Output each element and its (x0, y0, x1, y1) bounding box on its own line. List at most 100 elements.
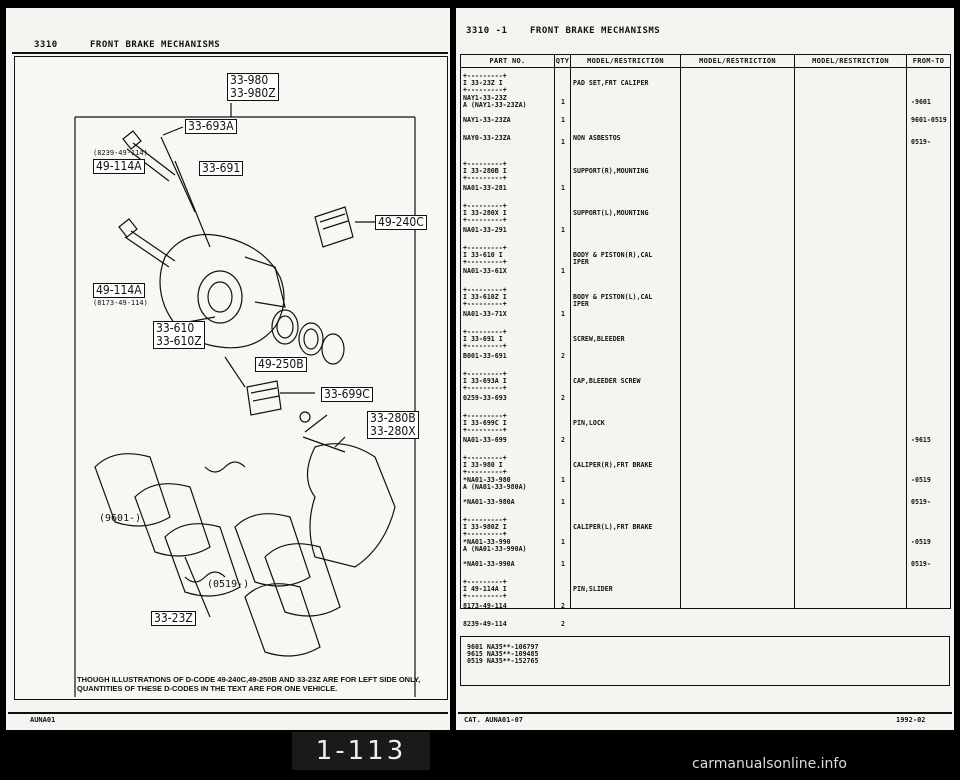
from-to-value: 0519- (911, 560, 931, 568)
parts-list-sheet: 3310 -1 FRONT BRAKE MECHANISMS PART NO. … (456, 8, 954, 730)
quantity-value: 1 (561, 184, 565, 192)
quantity-value: 2 (561, 602, 565, 610)
quantity-value: 1 (561, 538, 565, 546)
catalog-number: CAT. AUNA01-07 (464, 716, 524, 724)
part-number-line: I 33-691 I (463, 335, 503, 343)
quantity-value: 2 (561, 352, 565, 360)
callout-pad-set: 49-250B (255, 357, 307, 372)
part-number-line: +---------+ (463, 160, 507, 168)
part-number-line: +---------+ (463, 454, 507, 462)
from-to-value: -9601 (911, 98, 931, 106)
part-number-line: NA01-33-281 (463, 184, 507, 192)
callout-support: 49-240C (375, 215, 427, 230)
part-number-line: *NA01-33-990A (463, 560, 515, 568)
model-restriction-column-2 (681, 68, 794, 608)
left-footer-rule (8, 712, 448, 714)
part-number-line: I 33-280B I (463, 167, 507, 175)
part-number-line: I 33-610Z I (463, 293, 507, 301)
diagram-note-line-2: QUANTITIES OF THESE D-CODES IN THE TEXT … (77, 684, 338, 693)
part-number-line: I 33-610 I (463, 251, 503, 259)
callout-pin-lock-top: 49-114A (93, 159, 145, 174)
header-model-1: MODEL/RESTRICTION (570, 54, 681, 68)
description-line: BODY & PISTON(R),CAL (573, 251, 653, 259)
quantity-value: 1 (561, 267, 565, 275)
part-number-line: +---------+ (463, 86, 507, 94)
quantity-value: 1 (561, 476, 565, 484)
part-number-line: +---------+ (463, 426, 507, 434)
part-number-line: +---------+ (463, 244, 507, 252)
left-section-title: FRONT BRAKE MECHANISMS (90, 40, 221, 50)
header-qty: QTY (554, 54, 571, 68)
part-number-line: 8239-49-114 (463, 620, 507, 628)
callout-screw-bleeder: 33-691 (199, 161, 244, 176)
from-to-value: 0519- (911, 138, 931, 146)
diagram-note-line-1: THOUGH ILLUSTRATIONS OF D-CODE 49-240C,4… (77, 675, 421, 684)
part-number-line: +---------+ (463, 412, 507, 420)
quantity-value: 1 (561, 98, 565, 106)
part-number-line: A (NA01-33-990A) (463, 545, 527, 553)
part-number-line: *NA01-33-980 (463, 476, 511, 484)
header-from-to: FROM-TO (906, 54, 951, 68)
part-number-line: A (NAY1-33-23ZA) (463, 101, 527, 109)
quantity-value: 2 (561, 620, 565, 628)
quantity-value: 2 (561, 436, 565, 444)
part-number-line: +---------+ (463, 286, 507, 294)
from-to-value: -0519 (911, 538, 931, 546)
part-number-column: +---------+I 33-23Z I+---------+NAY1-33-… (461, 68, 554, 628)
callout-pin-slider: 33-699C (321, 387, 373, 402)
part-number-line: I 33-280X I (463, 209, 507, 217)
part-number-line: +---------+ (463, 216, 507, 224)
header-model-3: MODEL/RESTRICTION (794, 54, 907, 68)
part-number-line: +---------+ (463, 468, 507, 476)
part-number-line: *NA01-33-990 (463, 538, 511, 546)
part-number-line: +---------+ (463, 328, 507, 336)
description-line: IPER (573, 300, 589, 308)
description-line: PIN,SLIDER (573, 585, 613, 593)
part-number-line: +---------+ (463, 72, 507, 80)
callout-pin-lock-lower: 49-114A (93, 283, 145, 298)
annotation-serial-9601: (9601-) (99, 513, 142, 524)
description-line: CAP,BLEEDER SCREW (573, 377, 641, 385)
part-number-line: +---------+ (463, 342, 507, 350)
description-line: IPER (573, 258, 589, 266)
serial-notes-box: 9601 NA35**-106797 9615 NA35**-109485 05… (460, 636, 950, 686)
annotation-code-bottom: (8173-49-114) (93, 299, 148, 307)
part-number-line: I 33-23Z I (463, 79, 503, 87)
from-to-value: 9601-0519 (911, 116, 947, 124)
serial-note: 9601 NA35**-106797 (467, 643, 539, 651)
from-to-value: 0519- (911, 498, 931, 506)
part-number-line: +---------+ (463, 530, 507, 538)
quantity-value: 1 (561, 310, 565, 318)
part-number-line: NAY1-33-23ZA (463, 116, 511, 124)
part-number-line: NA01-33-71X (463, 310, 507, 318)
right-section-number: 3310 -1 (466, 26, 508, 36)
part-number-line: I 33-699C I (463, 419, 507, 427)
part-number-line: 8173-49-114 (463, 602, 507, 610)
part-number-line: I 33-693A I (463, 377, 507, 385)
description-line: SUPPORT(R),MOUNTING (573, 167, 649, 175)
annotation-code-top: (8239-49-114) (93, 149, 148, 157)
part-number-line: NA01-33-291 (463, 226, 507, 234)
description-line: NON ASBESTOS (573, 134, 621, 142)
serial-note: 0519 NA35**-152765 (467, 657, 539, 665)
part-number-line: +---------+ (463, 370, 507, 378)
part-number-line: +---------+ (463, 516, 507, 524)
table-body-row: +---------+I 33-23Z I+---------+NAY1-33-… (460, 67, 951, 628)
part-number-line: 0259-33-693 (463, 394, 507, 402)
header-part-no: PART NO. (460, 54, 555, 68)
diagram-sheet: 3310 FRONT BRAKE MECHANISMS (6, 8, 450, 730)
description-line: BODY & PISTON(L),CAL (573, 293, 653, 301)
publication-date: 1992-02 (896, 716, 926, 724)
left-section-number: 3310 (34, 40, 58, 50)
description-line: SUPPORT(L),MOUNTING (573, 209, 649, 217)
table-header-row: PART NO. QTY MODEL/RESTRICTION MODEL/RES… (460, 54, 951, 68)
left-footer-code: AUNA01 (30, 716, 56, 724)
description-line: CALIPER(L),FRT BRAKE (573, 523, 653, 531)
annotation-serial-0519: (0519-) (207, 579, 250, 590)
